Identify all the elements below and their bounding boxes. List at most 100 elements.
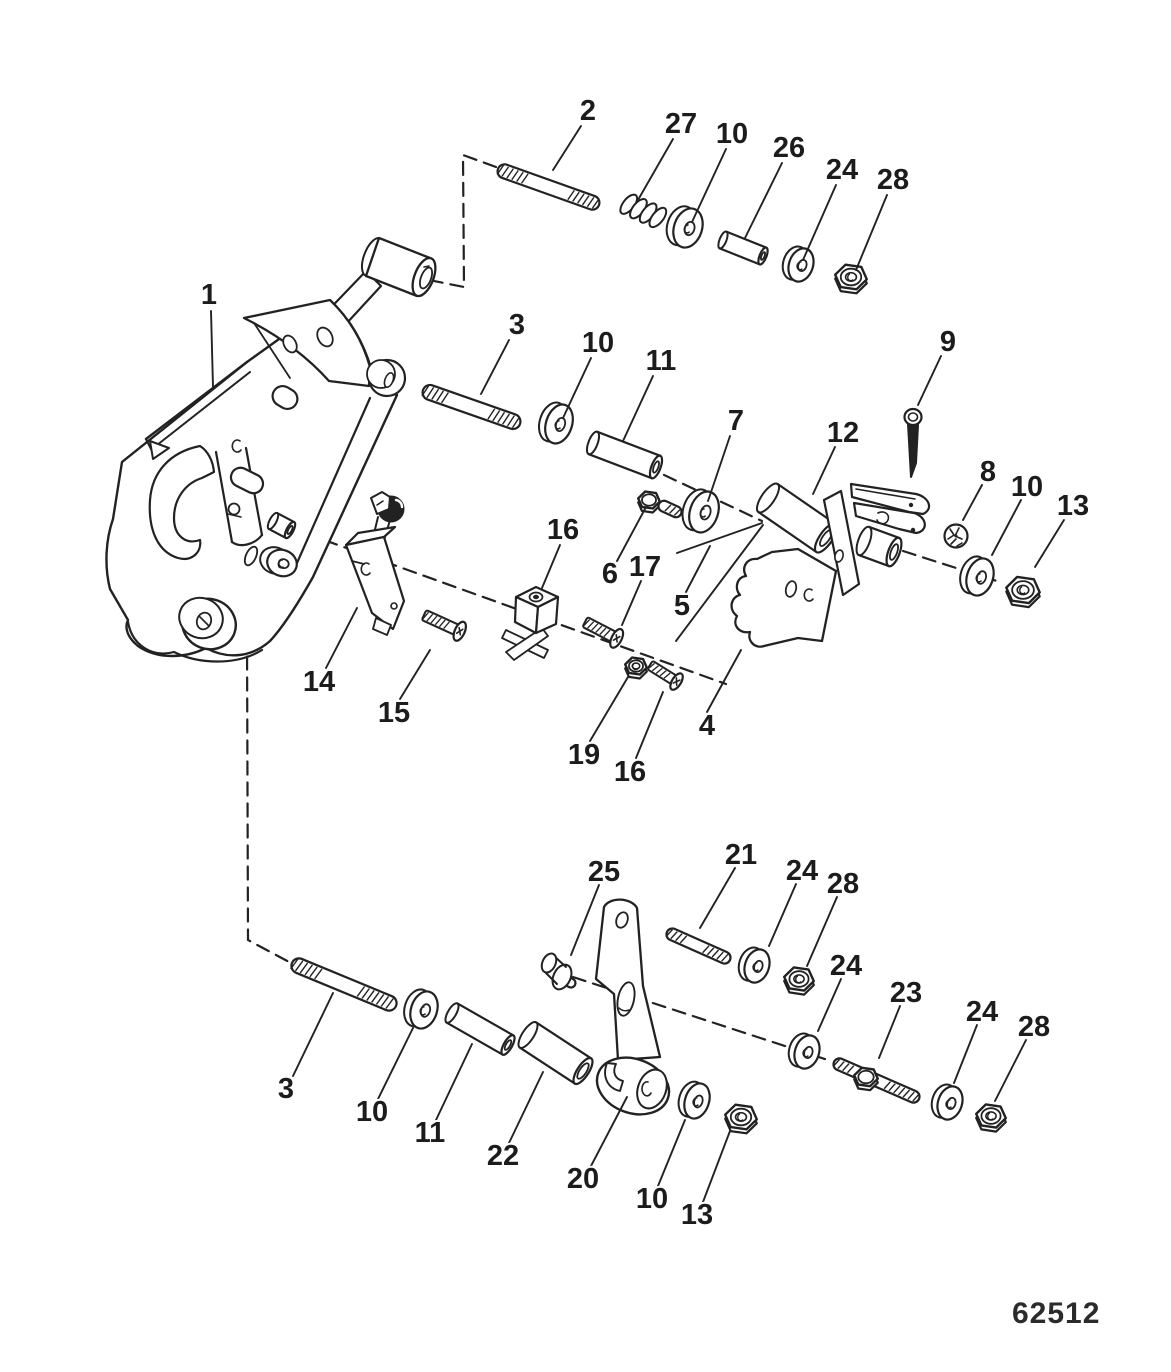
washer-10 [677,1080,711,1120]
part-number-label: 2 [580,95,596,127]
leader-line [622,375,654,442]
leader-line [878,1005,901,1059]
washer-10 [403,988,439,1030]
callout-14: 14 [301,607,358,700]
spacer-11 [585,430,664,480]
callout-24: 24 [802,152,860,261]
leader-line [699,867,736,929]
part-number-label: 4 [699,710,715,742]
shoulder-screw-25 [540,952,577,991]
washer-10 [537,401,574,445]
leader-line [744,162,783,239]
callout-24: 24 [953,994,1000,1084]
spring-27 [619,193,668,229]
part-number-label: 14 [303,666,335,698]
washer-10 [959,555,995,597]
callout-3: 3 [276,992,334,1107]
callout-15: 15 [376,649,431,731]
construction-line [283,524,728,686]
leader-line [953,1024,978,1084]
part-number-label: 27 [665,108,697,140]
leader-line [806,896,838,967]
spacer-11 [444,1002,516,1056]
leader-line [685,545,711,593]
part-number-label: 10 [716,118,748,150]
leader-line [812,446,836,495]
part-number-label: 24 [830,950,862,982]
part-number-label: 6 [602,558,618,590]
leader-line [637,138,674,201]
stud-3 [421,383,522,431]
stud-21 [665,927,732,965]
part-number-label: 25 [588,856,620,888]
stud-2 [496,163,601,211]
callout-27: 27 [637,106,699,201]
hex-bolt-6-shank [657,499,683,519]
leader-line [589,676,629,742]
leader-line [325,607,358,669]
part-number-label: 10 [636,1183,668,1215]
part-number-label: 10 [356,1096,388,1128]
cable-clamp-assembly [822,482,931,597]
leader-line [855,194,888,271]
leader-line [562,357,592,419]
part-number-label: 1 [201,279,217,311]
part-number-label: 15 [378,697,410,729]
leader-line [570,884,600,956]
leader-line [676,522,763,554]
leader-line [991,499,1022,556]
leader-line [508,1071,544,1144]
leader-line [552,125,582,171]
part-number-label: 13 [1057,490,1089,522]
callout-22: 22 [485,1071,544,1174]
part-number-label: 3 [509,309,525,341]
callout-13: 13 [1034,488,1091,568]
callout-16: 16 [541,512,581,589]
callout-23: 23 [878,975,924,1059]
leader-line [706,649,742,713]
leader-line [802,184,837,261]
leader-line [817,978,842,1032]
callout-20: 20 [565,1096,628,1197]
part-number-label: 23 [890,977,922,1009]
switch-14 [344,491,406,636]
locknut-28 [834,263,868,295]
locknut-28 [975,1103,1007,1133]
part-number-label: 24 [966,996,998,1028]
leader-line [621,580,642,626]
stud-23-collar [853,1066,879,1092]
callout-10: 10 [562,325,616,419]
part-number-label: 11 [415,1117,446,1149]
callout-21: 21 [699,837,759,929]
locknut-13 [1005,575,1041,609]
callout-19: 19 [566,676,629,773]
washer-24 [737,946,771,984]
locknut-28 [783,966,815,996]
part-number-label: 26 [773,132,805,164]
callout-16: 16 [612,691,664,790]
callout-3: 3 [480,307,527,395]
part-number-label: 28 [827,868,859,900]
callout-28: 28 [994,1009,1052,1102]
clamp-roller [855,525,903,568]
leader-line [210,310,214,388]
callout-10: 10 [691,116,750,223]
cam-block-16 [501,585,560,661]
construction-line [205,618,293,965]
callout-6: 6 [600,506,647,592]
washer-24 [787,1032,821,1070]
parts-layer [105,163,1041,1135]
hex-bolt-6-head [637,490,661,514]
callout-28: 28 [855,162,911,271]
washer-10 [665,205,704,249]
washer-24 [930,1083,964,1121]
leader-line [994,1039,1027,1102]
callout-13: 13 [679,1130,731,1233]
part-number-label: 16 [547,514,579,546]
callout-4: 4 [697,649,742,744]
callout-24: 24 [768,853,820,947]
pin-26 [717,230,769,266]
screw-16 [647,660,684,691]
callout-9: 9 [917,324,958,406]
